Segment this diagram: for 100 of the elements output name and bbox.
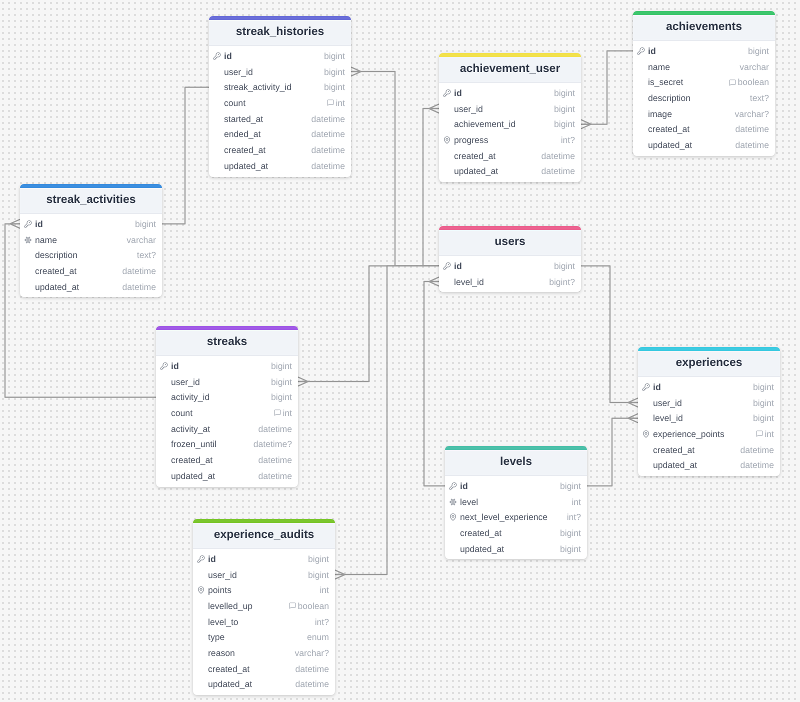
column-type: bigint: [270, 376, 292, 387]
table-title: streaks: [156, 330, 298, 356]
column-name: user_id: [171, 376, 200, 387]
column-type: bigint: [324, 82, 345, 92]
column-name: type: [208, 632, 225, 642]
relationship-line: [422, 103, 440, 266]
column-type: int: [572, 496, 581, 507]
column-name: id: [653, 382, 661, 392]
column-name: levelled_up: [208, 600, 253, 611]
column-name: level_id: [454, 276, 484, 287]
column-name: description: [648, 92, 691, 103]
column-name: image: [648, 108, 672, 119]
column-name: user_id: [208, 570, 237, 580]
column-type: text?: [136, 250, 156, 260]
column-name: id: [454, 88, 462, 98]
column-type: int?: [314, 616, 329, 627]
column-name: activity_at: [171, 424, 210, 434]
column-name: user_id: [454, 104, 483, 114]
column-type: datetime: [740, 460, 774, 470]
table-title: experiences: [638, 351, 780, 377]
column-name: updated_at: [35, 282, 80, 292]
column-type: bigint: [554, 119, 575, 130]
column-type: bigint: [554, 88, 575, 98]
column-type: datetime: [311, 114, 345, 124]
column-type: bigint: [560, 528, 581, 538]
column-type: datetime?: [253, 439, 292, 450]
column-type: boolean: [298, 600, 329, 611]
column-type: boolean: [738, 77, 769, 88]
table-card: [445, 446, 587, 560]
column-name: created_at: [171, 454, 213, 465]
column-name: name: [35, 234, 58, 245]
column-type: int: [336, 98, 345, 108]
column-type: datetime: [740, 444, 774, 455]
table-card: [439, 226, 581, 292]
column-type: datetime: [311, 129, 345, 140]
column-name: updated_at: [460, 544, 504, 554]
column-type: int: [764, 428, 774, 439]
column-name: activity_id: [171, 392, 210, 402]
column-name: id: [648, 46, 656, 56]
column-name: user_id: [224, 66, 253, 77]
column-name: frozen_until: [171, 439, 216, 450]
column-name: name: [648, 62, 670, 72]
column-name: id: [224, 50, 232, 61]
table-card: [156, 326, 298, 486]
column-type: datetime: [311, 160, 345, 171]
column-type: bigint: [752, 382, 774, 392]
table-title: levels: [445, 450, 587, 476]
column-name: updated_at: [208, 679, 252, 690]
column-name: level_to: [208, 616, 238, 627]
column-name: level_id: [653, 413, 683, 424]
table-card: [209, 16, 351, 176]
column-name: user_id: [653, 398, 682, 408]
relationship-line: [4, 218, 156, 398]
column-type: datetime: [122, 282, 156, 292]
relationship-line: [334, 265, 439, 580]
column-type: bigint: [752, 398, 774, 408]
column-type: datetime: [735, 124, 769, 134]
column-name: streak_activity_id: [224, 82, 292, 92]
column-type: datetime: [295, 664, 329, 674]
column-type: bigint: [554, 260, 575, 271]
column-name: updated_at: [171, 470, 216, 481]
column-type: bigint: [324, 66, 345, 77]
column-type: datetime: [122, 266, 156, 276]
column-type: datetime: [295, 679, 329, 690]
column-name: updated_at: [648, 140, 692, 150]
column-name: updated_at: [454, 166, 498, 176]
column-type: varchar?: [734, 108, 769, 119]
column-type: datetime: [735, 140, 769, 150]
table-card: [638, 347, 780, 476]
relationship-line: [581, 265, 639, 408]
column-type: datetime: [258, 424, 292, 434]
column-name: description: [35, 250, 78, 260]
column-name: count: [171, 408, 193, 418]
column-type: varchar?: [294, 648, 329, 658]
column-type: int?: [566, 512, 581, 522]
column-type: bigint: [308, 570, 329, 580]
column-name: achievement_id: [454, 119, 516, 130]
table-title: experience_audits: [193, 523, 335, 549]
column-type: varchar: [740, 62, 769, 72]
column-name: is_secret: [648, 77, 684, 88]
relationship-line: [580, 50, 633, 130]
table-title: achievements: [633, 15, 775, 41]
column-type: bigint: [560, 480, 581, 491]
table-title: users: [439, 230, 581, 256]
column-name: created_at: [454, 150, 496, 161]
column-name: next_level_experience: [460, 512, 548, 522]
column-type: bigint: [270, 360, 292, 371]
column-name: created_at: [653, 444, 695, 455]
column-type: datetime: [311, 144, 345, 155]
column-type: bigint: [748, 46, 769, 56]
relationship-line: [423, 276, 445, 486]
column-type: bigint: [324, 50, 345, 61]
column-name: id: [208, 554, 216, 564]
column-name: experience_points: [653, 428, 724, 439]
relationship-line: [162, 86, 209, 224]
table-title: streak_activities: [20, 188, 162, 214]
table-title: achievement_user: [439, 57, 581, 83]
column-type: text?: [750, 92, 769, 103]
table-card: [439, 53, 581, 182]
column-type: bigint: [752, 413, 774, 424]
